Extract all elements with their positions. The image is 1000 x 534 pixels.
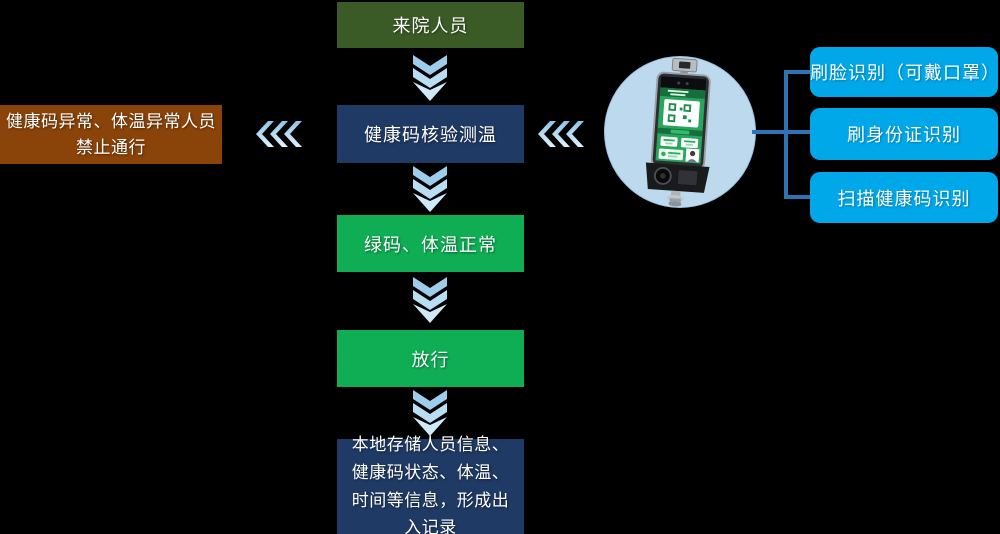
- connector-line: [784, 70, 788, 199]
- deny-line2: 禁止通行: [76, 137, 146, 157]
- down-arrow-icon: [413, 277, 447, 323]
- down-arrow-icon: [413, 390, 447, 436]
- connector-line: [752, 130, 812, 134]
- flow-box-green-normal: 绿码、体温正常: [337, 215, 524, 272]
- face-recognition-terminal-icon: [645, 57, 711, 207]
- flow-box-verify: 健康码核验测温: [337, 105, 524, 163]
- flow-box-visitor-label: 来院人员: [392, 16, 469, 36]
- method-label: 刷身份证识别: [847, 125, 961, 145]
- left-arrow-icon: [538, 121, 584, 147]
- method-label: 刷脸识别（可戴口罩）: [810, 63, 1000, 83]
- left-arrow-icon: [256, 121, 302, 147]
- connector-line: [784, 195, 812, 199]
- down-arrow-icon: [413, 166, 447, 212]
- flow-box-pass: 放行: [337, 330, 524, 387]
- flow-box-record-label: 本地存储人员信息、健康码状态、体温、时间等信息，形成出入记录: [351, 435, 510, 534]
- method-box-face: 刷脸识别（可戴口罩）: [810, 47, 1000, 97]
- deny-box: 健康码异常、体温异常人员 禁止通行: [0, 105, 222, 164]
- deny-box-label: 健康码异常、体温异常人员 禁止通行: [6, 109, 216, 160]
- connector-line: [784, 70, 812, 74]
- device-circle: [604, 56, 756, 208]
- method-label: 扫描健康码识别: [837, 188, 971, 209]
- method-box-healthcode: 扫描健康码识别: [810, 172, 998, 223]
- method-box-idcard: 刷身份证识别: [810, 108, 998, 160]
- down-arrow-icon: [413, 55, 447, 101]
- flow-box-pass-label: 放行: [411, 349, 450, 370]
- flow-box-record: 本地存储人员信息、健康码状态、体温、时间等信息，形成出入记录: [337, 435, 524, 534]
- flow-box-visitor: 来院人员: [337, 2, 524, 48]
- deny-line1: 健康码异常、体温异常人员: [6, 112, 216, 131]
- flow-box-verify-label: 健康码核验测温: [364, 125, 497, 145]
- flow-box-green-normal-label: 绿码、体温正常: [364, 234, 497, 255]
